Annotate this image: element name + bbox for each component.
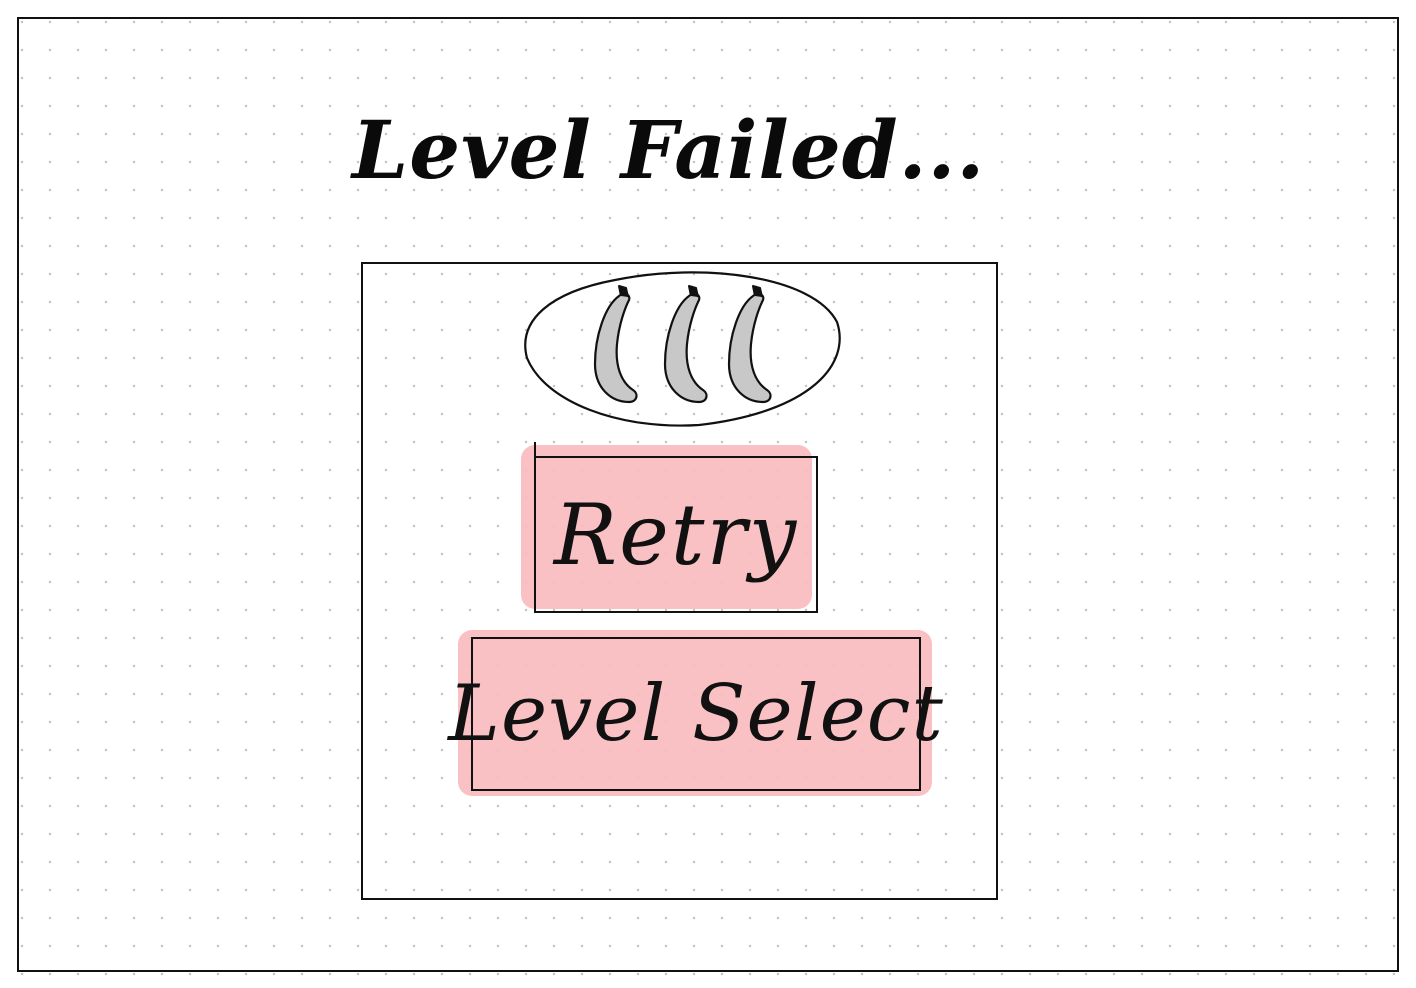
banana-icon [663, 285, 708, 404]
star-rating [523, 266, 845, 428]
level-select-button-label: Level Select [448, 669, 944, 759]
retry-button-label: Retry [553, 485, 799, 584]
level-select-button-highlight [458, 630, 932, 796]
retry-button-tick [534, 442, 536, 458]
level-select-button[interactable]: Level Select [448, 637, 944, 791]
screen-frame [17, 17, 1399, 972]
retry-button[interactable]: Retry [534, 456, 818, 613]
retry-button-highlight [521, 445, 812, 609]
page-title: Level Failed... [352, 103, 986, 197]
result-panel [361, 262, 998, 900]
banana-icon [593, 285, 638, 404]
banana-icon [727, 285, 772, 404]
